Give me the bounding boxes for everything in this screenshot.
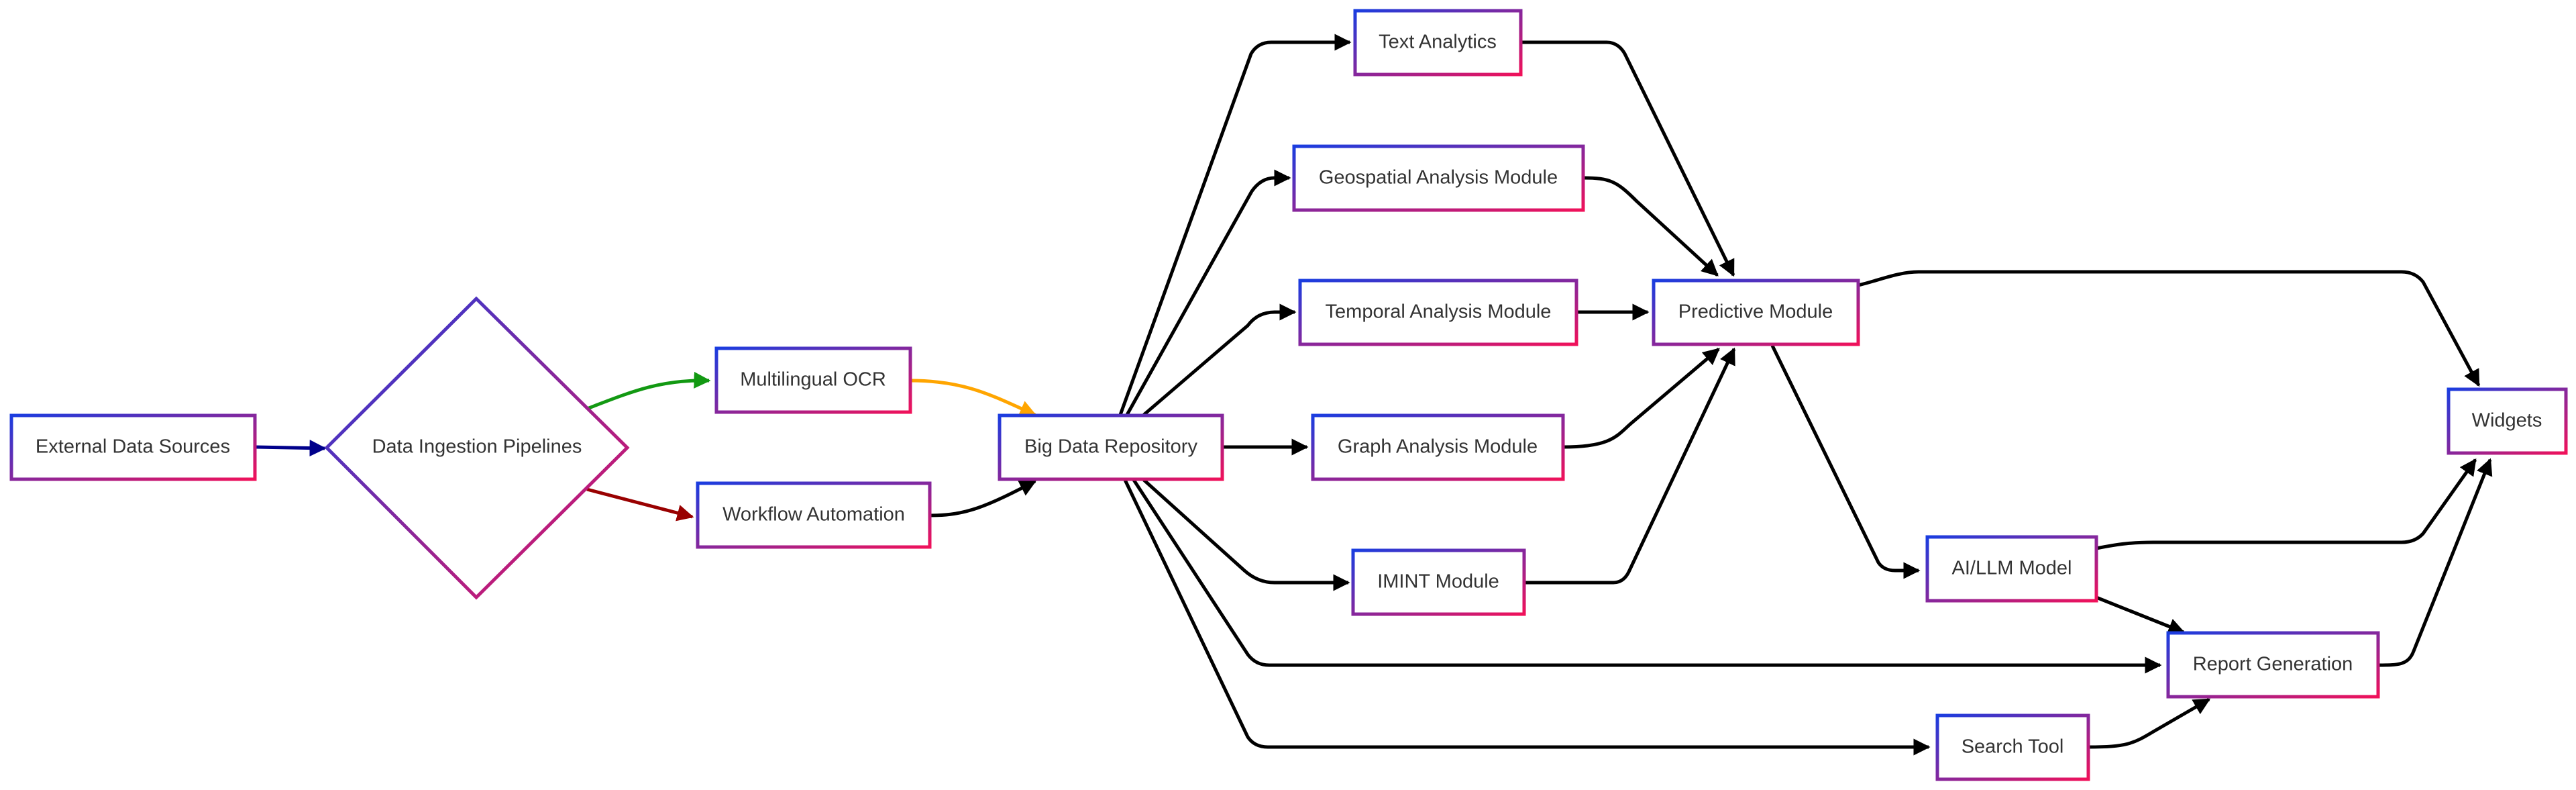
edge-workflow-to-repository — [929, 479, 1037, 517]
node-label: Search Tool — [1962, 736, 2064, 758]
node-search-tool: Search Tool — [1935, 713, 2090, 781]
node-imint-module: IMINT Module — [1351, 548, 1526, 616]
node-label: Data Ingestion Pipelines — [372, 436, 582, 458]
edges — [254, 34, 2493, 756]
edge-imint-to-predictive — [1524, 347, 1736, 585]
edge-ingestion-to-ocr — [586, 371, 711, 411]
node-label: Big Data Repository — [1024, 436, 1197, 458]
edge-repository-to-search — [1123, 479, 1931, 756]
node-predictive-module: Predictive Module — [1652, 279, 1860, 346]
edge-ai-llm-to-report — [2096, 595, 2186, 635]
node-label: Temporal Analysis Module — [1326, 301, 1552, 323]
node-label: External Data Sources — [36, 436, 230, 458]
edge-predictive-to-ai-llm — [1770, 344, 1921, 579]
node-label: Text Analytics — [1379, 32, 1497, 53]
node-label: Multilingual OCR — [740, 369, 886, 391]
edge-geospatial-to-predictive — [1582, 176, 1719, 277]
node-geospatial-analysis-module: Geospatial Analysis Module — [1292, 144, 1585, 212]
node-graph-analysis-module: Graph Analysis Module — [1311, 413, 1565, 481]
node-label: AI/LLM Model — [1952, 558, 2072, 579]
edge-repository-to-imint — [1142, 479, 1350, 591]
edge-report-to-widgets — [2377, 458, 2493, 667]
edge-search-to-report — [2088, 697, 2211, 749]
edge-text-analytics-to-predictive — [1521, 40, 1735, 277]
node-temporal-analysis-module: Temporal Analysis Module — [1298, 279, 1578, 346]
node-text-analytics: Text Analytics — [1353, 9, 1523, 77]
node-label: Report Generation — [2193, 654, 2353, 675]
nodes: External Data Sources Data Ingestion Pip… — [9, 9, 2568, 781]
node-label: Graph Analysis Module — [1338, 436, 1538, 458]
edge-repository-to-temporal — [1142, 303, 1297, 416]
node-data-ingestion-pipelines: Data Ingestion Pipelines — [324, 296, 630, 600]
node-workflow-automation: Workflow Automation — [696, 481, 932, 549]
node-label: Workflow Automation — [722, 504, 905, 526]
node-widgets: Widgets — [2447, 387, 2568, 455]
edge-predictive-to-widgets — [1858, 270, 2481, 387]
node-external-data-sources: External Data Sources — [9, 413, 257, 481]
edge-ingestion-to-workflow — [586, 487, 694, 522]
edge-repository-to-geospatial — [1125, 169, 1291, 416]
edge-repository-to-text-analytics — [1118, 34, 1352, 415]
edge-repository-to-report — [1132, 479, 2162, 674]
node-label: Geospatial Analysis Module — [1319, 167, 1558, 189]
node-report-generation: Report Generation — [2166, 631, 2380, 699]
edge-graph-to-predictive — [1562, 348, 1720, 449]
edge-ai-llm-to-widgets — [2096, 458, 2477, 550]
node-big-data-repository: Big Data Repository — [998, 413, 1224, 481]
node-ai-llm-model: AI/LLM Model — [1925, 535, 2098, 603]
node-label: IMINT Module — [1377, 571, 1499, 593]
edge-ocr-to-repository — [910, 379, 1037, 417]
node-label: Predictive Module — [1678, 301, 1833, 323]
node-multilingual-ocr: Multilingual OCR — [714, 346, 912, 414]
edge-external-to-ingestion — [254, 440, 327, 457]
node-label: Widgets — [2472, 410, 2542, 432]
